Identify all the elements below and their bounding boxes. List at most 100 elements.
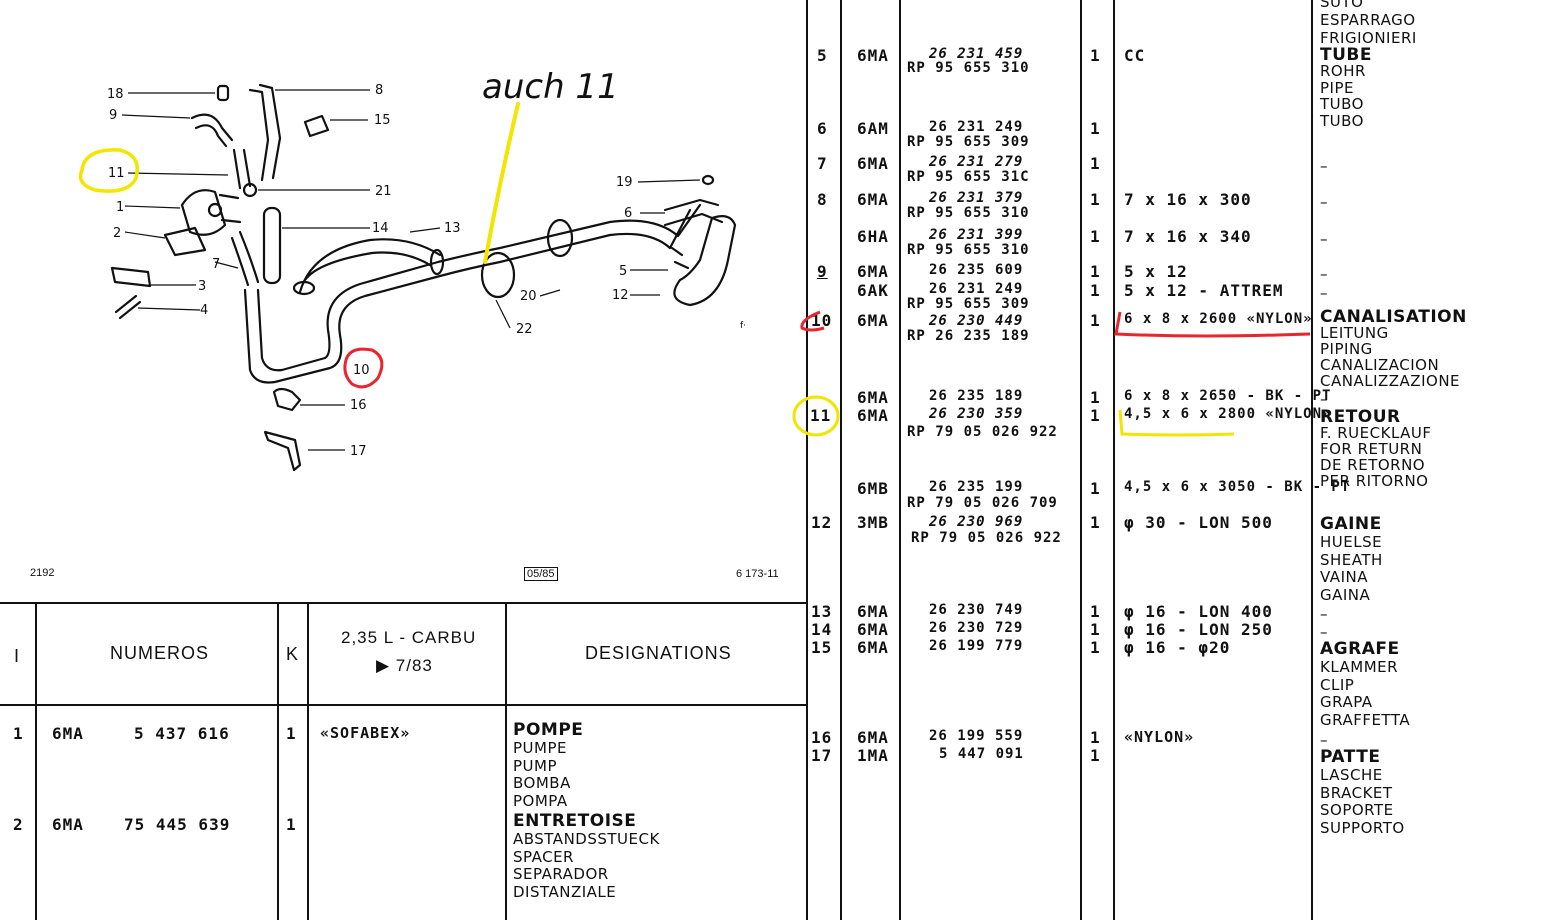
row-spec: 6 x 8 x 2600 «NYLON» [1124, 311, 1313, 327]
pump-body [180, 189, 227, 236]
pump-flange [163, 226, 207, 257]
divider-h-top [0, 602, 808, 604]
left-row-2-number: 75 445 639 [124, 815, 231, 834]
designation-entretoise-de: ABSTANDSSTUECK [513, 829, 660, 848]
yellow-circle-11 [78, 148, 139, 193]
row-qty: 1 [1090, 728, 1101, 747]
designation-line: SUPPORTO [1320, 819, 1405, 838]
row-code: 6MA [857, 602, 889, 621]
designation-line: GRAPA [1320, 693, 1373, 712]
row-qty: 1 [1090, 46, 1101, 65]
designation-line: LASCHE [1320, 765, 1383, 784]
row-code: 6MA [857, 190, 889, 209]
row-number: 26 230 729 [929, 620, 1024, 636]
row-number: 26 231 379 [929, 190, 1024, 206]
diagram-label-17: 17 [350, 444, 367, 459]
row-spec: 4,5 x 6 x 2800 «NYLON» [1124, 406, 1332, 422]
diagram-label-8: 8 [375, 83, 383, 98]
table-highlights [792, 310, 1311, 437]
designation-line: CANALIZZAZIONE [1320, 372, 1461, 390]
divider-v-k [307, 602, 309, 920]
exploded-parts-diagram: 18 9 11 1 2 3 4 7 8 15 21 14 13 19 6 5 1… [78, 67, 746, 472]
row-qty: 1 [1090, 281, 1101, 300]
designation-line: PER RITORNO [1320, 472, 1429, 490]
row-qty: 1 [1090, 119, 1101, 138]
left-row-1-code: 6MA [52, 724, 84, 743]
tube-8 [248, 83, 282, 182]
bracket-17 [263, 430, 302, 472]
designation-line: BRACKET [1320, 783, 1393, 802]
designation-line: SOPORTE [1320, 801, 1394, 820]
yellow-stroke [483, 102, 520, 264]
row-code: 6MA [857, 406, 889, 425]
dash-row-9: – [1320, 265, 1328, 283]
row-qty: 1 [1090, 190, 1101, 209]
designation-pompe-es: BOMBA [513, 774, 571, 793]
designation-top-partial: SUTO ESPARRAGO FRIGIONIERI [1320, 0, 1417, 47]
row-spec: 5 x 12 [1124, 262, 1188, 281]
row-code: 6AM [857, 119, 889, 138]
plug-18 [216, 84, 230, 102]
designation-line: DE RETORNO [1320, 456, 1426, 474]
left-row-1-spec: «SOFABEX» [320, 724, 411, 742]
designation-pompe-en: PUMP [513, 756, 558, 775]
diagram-label-22: 22 [516, 322, 533, 337]
row-qty: 1 [1090, 388, 1101, 407]
row-spec: CC [1124, 46, 1146, 65]
row-index: 11 [810, 406, 832, 425]
diagram-label-11: 11 [108, 166, 125, 181]
header-col-k: K [286, 644, 300, 664]
row-qty: 1 [1090, 154, 1101, 173]
handwritten-note: auch 11 [482, 67, 619, 107]
designation-patte: PATTE LASCHE BRACKET SOPORTE SUPPORTO [1320, 747, 1405, 838]
designation-line: ROHR [1320, 62, 1366, 81]
row-number: 26 231 399 [929, 227, 1024, 243]
row-code: 6HA [857, 227, 889, 246]
designation-line: PIPING [1320, 340, 1373, 358]
row-number-rp: RP 79 05 026 922 [911, 530, 1062, 546]
yellow-circle-row-11 [792, 395, 840, 437]
row-number-rp: RP 26 235 189 [907, 328, 1030, 344]
row-number: 26 199 779 [929, 638, 1024, 654]
designation-pompe-de: PUMPE [513, 738, 567, 757]
sheath-14 [262, 206, 282, 285]
row-qty: 1 [1090, 602, 1101, 621]
header-col-model-2: ▶ 7/83 [376, 656, 433, 675]
row-number: 26 231 249 [929, 119, 1024, 135]
dash-row-9-alt: – [1320, 284, 1328, 302]
right-divider-5 [1311, 0, 1313, 920]
designation-line: PATTE [1320, 747, 1381, 767]
row-code: 6MA [857, 638, 889, 657]
designation-line: AGRAFE [1320, 639, 1400, 659]
hose-13-end [429, 248, 445, 276]
row-number-rp: RP 95 655 310 [907, 242, 1030, 258]
row-code: 1MA [857, 746, 889, 765]
header-col-model-1: 2,35 L - CARBU [341, 628, 477, 647]
designation-line: GAINA [1320, 586, 1371, 605]
row-qty: 1 [1090, 746, 1101, 765]
diagram-label-21: 21 [375, 184, 392, 199]
diagram-marker-f: f· [740, 321, 746, 331]
row-spec: «NYLON» [1124, 728, 1195, 746]
row-spec: φ 16 - LON 250 [1124, 620, 1273, 639]
row-qty: 1 [1090, 620, 1101, 639]
row-index: 17 [811, 746, 833, 765]
row-spec: φ 30 - LON 500 [1124, 513, 1273, 532]
diagram-label-19: 19 [616, 175, 633, 190]
diagram-label-1: 1 [116, 200, 124, 215]
row-spec: 4,5 x 6 x 3050 - BK - PT [1124, 479, 1351, 495]
row-number: 26 230 449 [929, 313, 1024, 329]
row-index: 8 [817, 190, 828, 209]
left-row-2-qty: 1 [286, 815, 297, 834]
designation-line: TUBO [1320, 111, 1364, 130]
dash-row-8-alt: – [1320, 230, 1328, 248]
row-number-rp: RP 95 655 309 [907, 296, 1030, 312]
header-col-designations: DESIGNATIONS [585, 643, 732, 663]
row-spec: 6 x 8 x 2650 - BK - PT [1124, 388, 1332, 404]
designation-tube: TUBE ROHR PIPE TUBO TUBO [1320, 47, 1372, 129]
row-qty: 1 [1090, 638, 1101, 657]
stud-4 [114, 294, 142, 320]
designation-line: FOR RETURN [1320, 440, 1423, 458]
row-code: 6MA [857, 620, 889, 639]
